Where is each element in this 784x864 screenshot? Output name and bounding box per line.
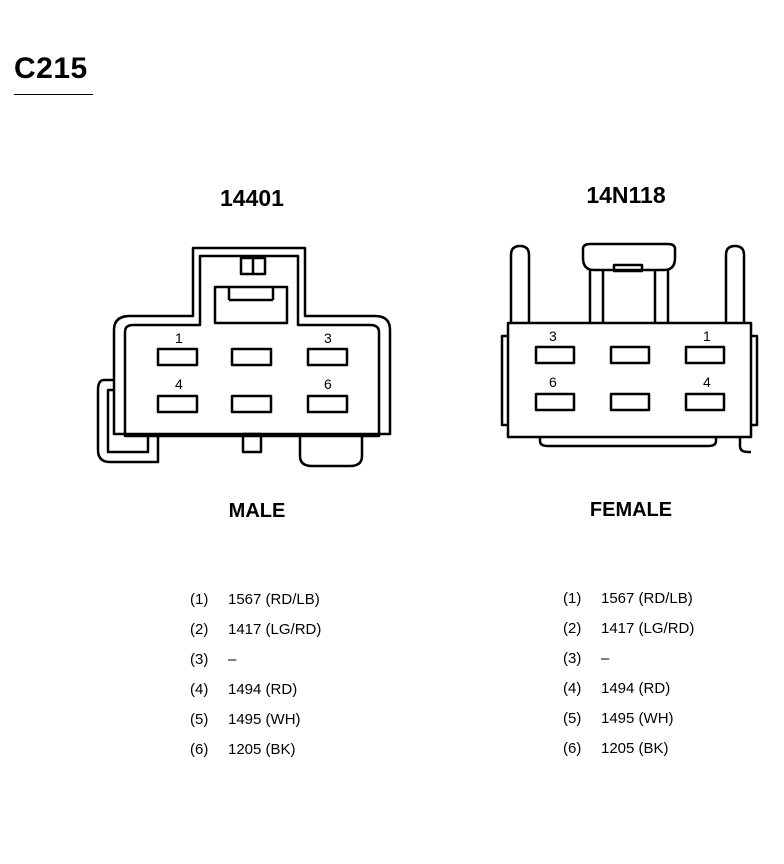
male-part-number: 14401 (220, 185, 284, 211)
female-cavity-label-3: 3 (549, 328, 557, 344)
pin-number: (3) (563, 650, 582, 667)
female-part-number: 14N118 (586, 182, 666, 208)
pin-circuit: 1494 (RD) (228, 681, 298, 698)
title-underline (14, 94, 93, 95)
pin-circuit: 1567 (RD/LB) (228, 591, 320, 608)
pin-number: (2) (190, 621, 209, 638)
pin-circuit: 1205 (BK) (601, 740, 669, 757)
pin-row: (6) 1205 (BK) (563, 734, 694, 764)
pin-circuit: 1205 (BK) (228, 741, 296, 758)
pin-row: (3) – (190, 645, 321, 675)
female-cavity-label-4: 4 (703, 374, 711, 390)
pin-number: (4) (563, 680, 582, 697)
pin-row: (1) 1567 (RD/LB) (190, 585, 321, 615)
pin-row: (5) 1495 (WH) (563, 704, 694, 734)
pin-row: (4) 1494 (RD) (563, 674, 694, 704)
pin-row: (6) 1205 (BK) (190, 735, 321, 765)
pin-number: (1) (190, 591, 209, 608)
pin-row: (3) – (563, 644, 694, 674)
pin-number: (3) (190, 651, 209, 668)
female-pin-list: (1) 1567 (RD/LB) (2) 1417 (LG/RD) (3) – (4)… (563, 584, 694, 764)
pin-circuit: 1495 (WH) (228, 711, 301, 728)
pin-number: (5) (563, 710, 582, 727)
male-cavity-label-4: 4 (175, 376, 183, 392)
pin-row: (5) 1495 (WH) (190, 705, 321, 735)
pin-circuit: 1417 (LG/RD) (228, 621, 322, 638)
pin-circuit: 1567 (RD/LB) (601, 590, 693, 607)
pin-row: (4) 1494 (RD) (190, 675, 321, 705)
pin-number: (4) (190, 681, 209, 698)
male-cavity-label-6: 6 (324, 376, 332, 392)
pin-row: (1) 1567 (RD/LB) (563, 584, 694, 614)
diagram-title: C215 (14, 52, 88, 85)
male-gender-label: MALE (228, 500, 286, 522)
pin-circuit: 1494 (RD) (601, 680, 671, 697)
pin-number: (2) (563, 620, 582, 637)
pin-circuit: – (228, 651, 237, 668)
pin-row: (2) 1417 (LG/RD) (563, 614, 694, 644)
pin-number: (6) (190, 741, 209, 758)
pin-circuit: – (601, 650, 610, 667)
pin-number: (1) (563, 590, 582, 607)
female-cavity-label-1: 1 (703, 328, 711, 344)
female-gender-label: FEMALE (589, 499, 673, 521)
pin-number: (6) (563, 740, 582, 757)
male-cavity-label-1: 1 (175, 330, 183, 346)
female-cavity-label-6: 6 (549, 374, 557, 390)
pin-circuit: 1495 (WH) (601, 710, 674, 727)
pin-number: (5) (190, 711, 209, 728)
pin-circuit: 1417 (LG/RD) (601, 620, 695, 637)
male-pin-list: (1) 1567 (RD/LB) (2) 1417 (LG/RD) (3) – (4)… (190, 585, 321, 765)
pin-row: (2) 1417 (LG/RD) (190, 615, 321, 645)
male-cavity-label-3: 3 (324, 330, 332, 346)
